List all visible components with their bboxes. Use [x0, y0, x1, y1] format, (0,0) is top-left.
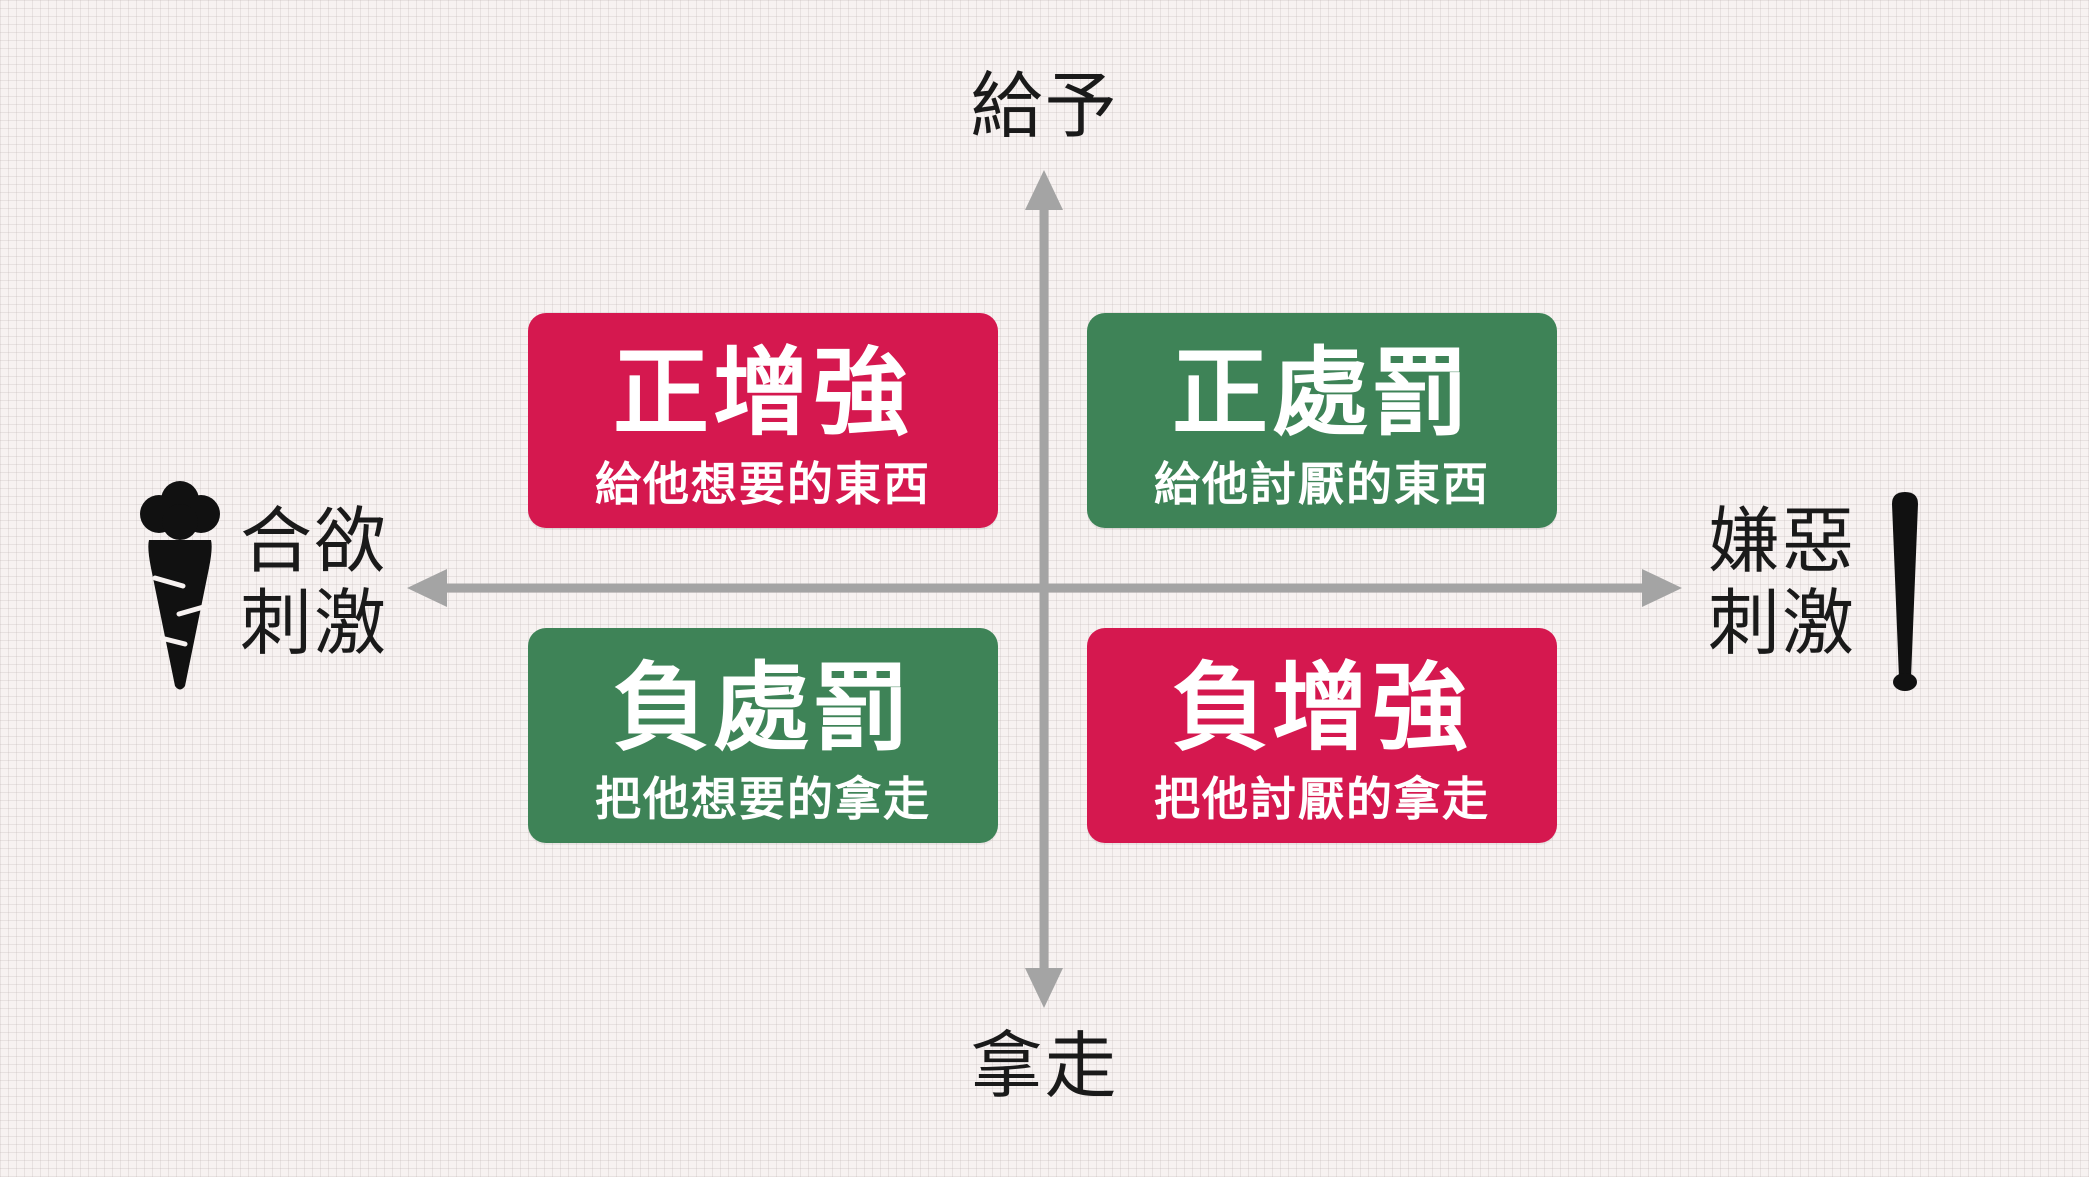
- up-arrowhead: [1025, 170, 1063, 210]
- quadrant-description: 把他討厭的拿走: [1154, 772, 1490, 826]
- axis-label-take-away: 拿走: [970, 1024, 1119, 1108]
- quadrant-negative-reinforcement: 負增強 把他討厭的拿走: [1087, 628, 1557, 843]
- down-arrowhead: [1025, 968, 1063, 1008]
- quadrant-term: 正處罰: [1172, 336, 1472, 449]
- aversive-line-1: 嫌惡: [1708, 499, 1857, 583]
- appetitive-stimulus-label: 合欲 刺激: [240, 500, 388, 664]
- left-arrowhead: [407, 569, 447, 607]
- quadrant-term: 負處罰: [613, 651, 913, 764]
- quadrant-term: 負增強: [1172, 651, 1472, 764]
- carrot-icon: [140, 481, 220, 690]
- quadrant-positive-punishment: 正處罰 給他討厭的東西: [1087, 313, 1557, 528]
- aversive-stimulus-label: 嫌惡 刺激: [1708, 500, 1856, 664]
- quadrant-description: 給他討厭的東西: [1154, 457, 1490, 511]
- aversive-line-2: 刺激: [1708, 581, 1857, 666]
- quadrant-description: 把他想要的拿走: [595, 772, 931, 826]
- stick-icon: [1892, 492, 1918, 691]
- quadrant-negative-punishment: 負處罰 把他想要的拿走: [528, 628, 998, 843]
- axis-label-give: 給予: [970, 64, 1119, 148]
- appetitive-line-2: 刺激: [240, 581, 389, 666]
- quadrant-term: 正增強: [613, 336, 913, 449]
- quadrant-description: 給他想要的東西: [595, 457, 931, 511]
- quadrant-positive-reinforcement: 正增強 給他想要的東西: [528, 313, 998, 528]
- appetitive-line-1: 合欲: [240, 499, 389, 583]
- right-arrowhead: [1642, 569, 1682, 607]
